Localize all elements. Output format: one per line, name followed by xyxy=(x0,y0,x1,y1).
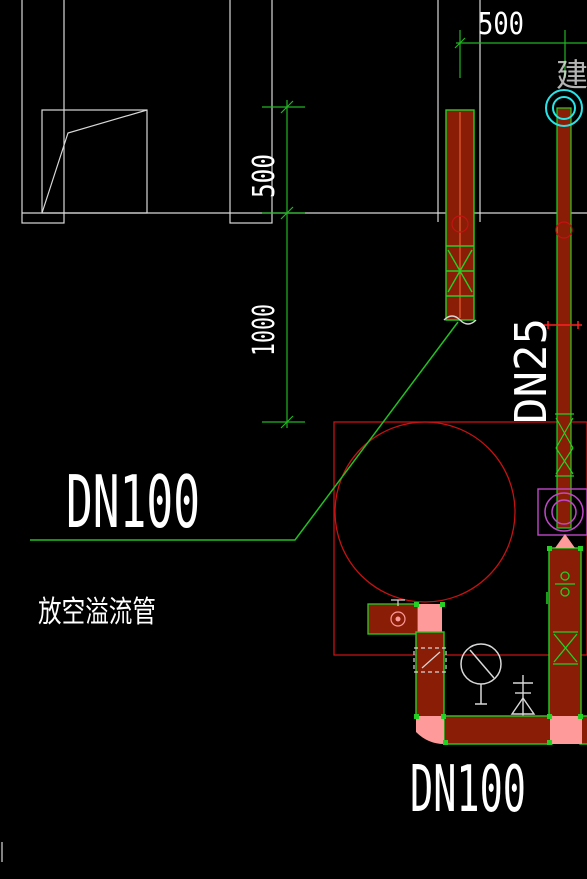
column-outline-middle xyxy=(229,0,273,224)
pressure-gauge-icon xyxy=(460,643,502,705)
tank[interactable] xyxy=(333,421,587,656)
riser-inner-icon xyxy=(552,96,576,120)
dim-vertical-1000-text: 1000 xyxy=(247,304,282,356)
pipe-marker-2-icon xyxy=(555,221,573,239)
flange-top-icon xyxy=(555,534,575,548)
bottom-dn100-text: DN100 xyxy=(410,753,526,827)
overflow-pipe-label: 放空溢流管 xyxy=(38,595,156,630)
equipment-diagonal xyxy=(41,109,148,214)
stub-end-icon xyxy=(390,611,406,627)
float-box-icon xyxy=(537,488,587,536)
dimension-top xyxy=(454,30,587,78)
dim-top-500-text: 500 xyxy=(478,7,524,42)
cut-off-text: 建筑 xyxy=(556,56,587,94)
tank-circle xyxy=(334,421,516,603)
pipe-support-icon xyxy=(510,675,536,716)
pipe-horizontal-bottom[interactable] xyxy=(414,546,587,745)
pipe-overflow-stub[interactable] xyxy=(367,599,442,635)
pipe-tick-icon xyxy=(544,321,582,329)
pipe-vertical-upper-left[interactable] xyxy=(443,109,477,325)
dim-vertical-500-text: 500 xyxy=(247,154,282,198)
leader-dn100-text: DN100 xyxy=(66,460,200,544)
dimension-vertical xyxy=(262,100,305,429)
float-valve-outer-icon xyxy=(544,492,584,532)
tank-outline xyxy=(333,421,587,656)
check-valve-icon xyxy=(553,571,578,665)
pipe-vertical-lower-left[interactable] xyxy=(413,631,447,719)
tee-bottom-right-icon xyxy=(550,716,582,744)
small-valve-icon xyxy=(555,413,574,477)
elbow-joint-icon xyxy=(418,604,442,634)
riser-outer-icon xyxy=(545,89,583,127)
union-fitting-icon xyxy=(413,647,447,673)
pipe-marker-icon xyxy=(451,215,469,233)
leader-line xyxy=(30,321,459,541)
float-valve-inner-icon xyxy=(551,499,577,525)
elbow-bottom-left-icon xyxy=(416,716,444,744)
node-points xyxy=(414,546,583,745)
pipe-dn25[interactable] xyxy=(537,89,587,536)
break-symbol-icon xyxy=(443,315,477,325)
pipe-dn25-text: DN25 xyxy=(506,318,557,424)
pipe-vertical-lower-right[interactable] xyxy=(546,534,582,719)
equipment-box xyxy=(41,109,148,214)
gate-valve-icon xyxy=(446,245,474,297)
